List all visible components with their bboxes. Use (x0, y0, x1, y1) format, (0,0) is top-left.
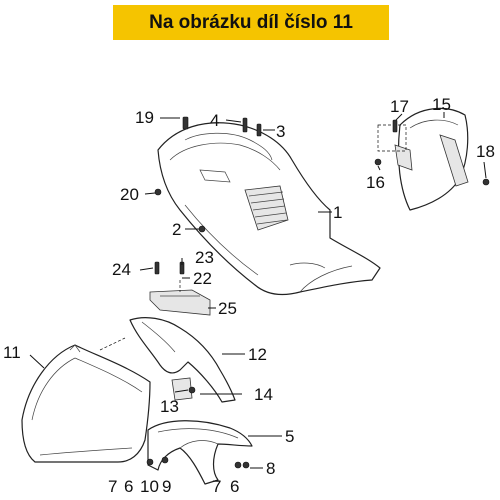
part-front-mudguard (21, 344, 151, 463)
callout-16: 16 (366, 173, 385, 192)
callout-6-right: 6 (230, 477, 239, 496)
callout-7-right: 7 (212, 477, 221, 496)
callout-12: 12 (248, 345, 267, 364)
callout-17: 17 (390, 97, 409, 116)
callout-6-left: 6 (124, 477, 133, 496)
callout-18: 18 (476, 142, 495, 161)
callout-15: 15 (432, 95, 451, 114)
callout-9: 9 (162, 477, 171, 496)
callout-3: 3 (276, 122, 285, 141)
part-side-cover (377, 107, 469, 211)
leader-lines (29, 112, 487, 469)
callout-7-left: 7 (108, 477, 117, 496)
callout-5: 5 (285, 427, 294, 446)
callout-11: 11 (3, 343, 21, 362)
callout-2: 2 (172, 220, 181, 239)
callout-4: 4 (210, 111, 219, 130)
callout-24: 24 (112, 260, 131, 279)
part-inner-support (99, 317, 236, 403)
title-banner: Na obrázku díl číslo 11 (113, 5, 389, 40)
part-body-panel (157, 122, 381, 296)
callout-19: 19 (135, 108, 154, 127)
banner-title: Na obrázku díl číslo 11 (149, 11, 353, 33)
callout-14: 14 (254, 385, 273, 404)
fasteners (146, 116, 490, 469)
callout-20: 20 (120, 185, 139, 204)
callout-13: 13 (160, 397, 179, 416)
callout-10: 10 (140, 477, 159, 496)
callout-8: 8 (266, 459, 275, 478)
callout-23: 23 (195, 248, 214, 267)
callout-22: 22 (193, 269, 212, 288)
callout-25: 25 (218, 299, 237, 318)
part-bracket (149, 280, 211, 316)
part-lower-fender (147, 420, 253, 485)
callout-1: 1 (333, 203, 342, 222)
